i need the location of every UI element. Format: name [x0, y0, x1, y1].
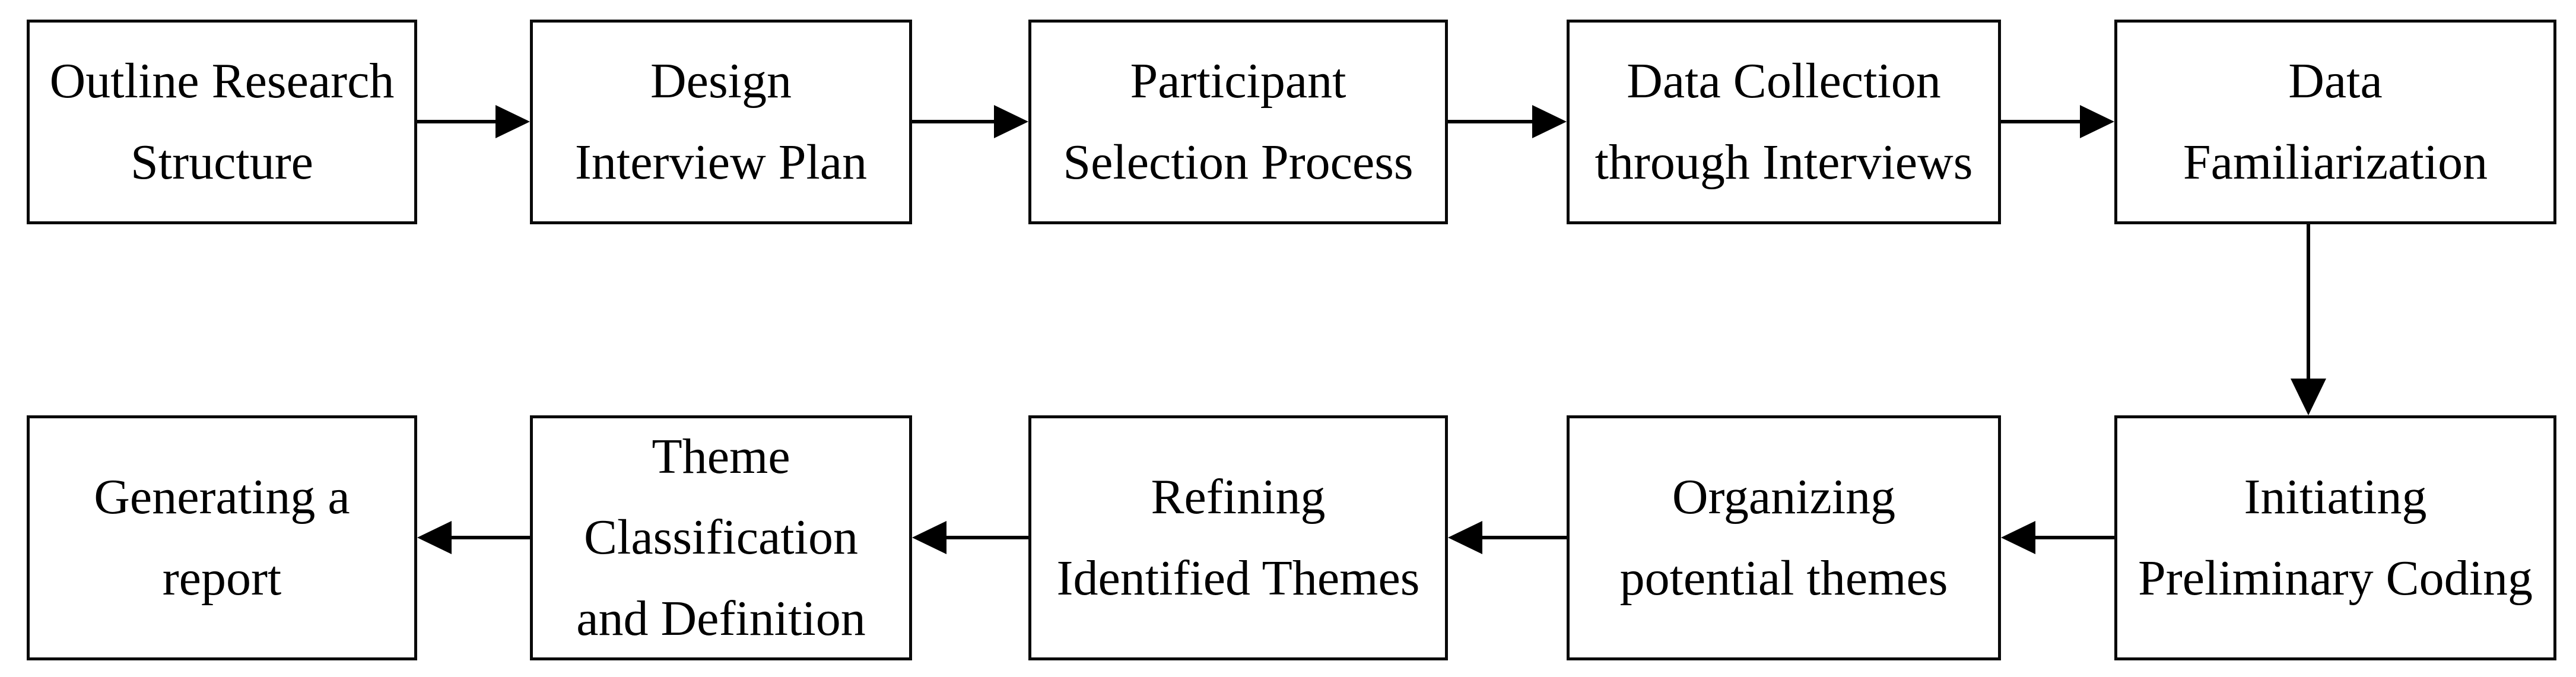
node-initiating-preliminary-coding: Initiating Preliminary Coding	[2114, 415, 2556, 660]
node-label: Generating a report	[94, 469, 350, 606]
arrowhead-right-icon	[495, 105, 530, 138]
arrowhead-right-icon	[2080, 105, 2114, 138]
arrow-shaft	[2001, 120, 2083, 123]
arrow-shaft	[1448, 120, 1536, 123]
node-label: Theme Classification and Definition	[576, 429, 866, 646]
arrow-shaft	[912, 120, 998, 123]
arrow-shaft	[448, 536, 530, 539]
node-label: Organizing potential themes	[1619, 469, 1948, 606]
node-theme-classification-and-definition: Theme Classification and Definition	[530, 415, 912, 660]
arrowhead-left-icon	[912, 521, 946, 554]
arrowhead-left-icon	[2001, 521, 2035, 554]
arrowhead-left-icon	[1448, 521, 1482, 554]
node-data-collection-through-interviews: Data Collection through Interviews	[1567, 20, 2001, 224]
arrowhead-down-icon	[2291, 379, 2326, 415]
node-label: Data Collection through Interviews	[1594, 53, 1973, 190]
node-label: Initiating Preliminary Coding	[2138, 469, 2533, 606]
node-outline-research-structure: Outline Research Structure	[27, 20, 417, 224]
arrow-shaft	[943, 536, 1028, 539]
arrow-shaft	[2307, 224, 2310, 380]
node-label: Data Familiarization	[2183, 53, 2488, 190]
arrowhead-right-icon	[994, 105, 1028, 138]
arrow-shaft	[417, 120, 499, 123]
node-label: Design Interview Plan	[574, 53, 868, 190]
arrow-shaft	[2032, 536, 2114, 539]
node-generating-a-report: Generating a report	[27, 415, 417, 660]
node-label: Participant Selection Process	[1063, 53, 1414, 190]
node-data-familiarization: Data Familiarization	[2114, 20, 2556, 224]
node-label: Outline Research Structure	[49, 53, 395, 190]
node-label: Refining Identified Themes	[1056, 469, 1420, 606]
arrow-shaft	[1479, 536, 1567, 539]
arrowhead-right-icon	[1532, 105, 1567, 138]
node-participant-selection-process: Participant Selection Process	[1028, 20, 1448, 224]
arrowhead-left-icon	[417, 521, 452, 554]
node-refining-identified-themes: Refining Identified Themes	[1028, 415, 1448, 660]
node-organizing-potential-themes: Organizing potential themes	[1567, 415, 2001, 660]
node-design-interview-plan: Design Interview Plan	[530, 20, 912, 224]
